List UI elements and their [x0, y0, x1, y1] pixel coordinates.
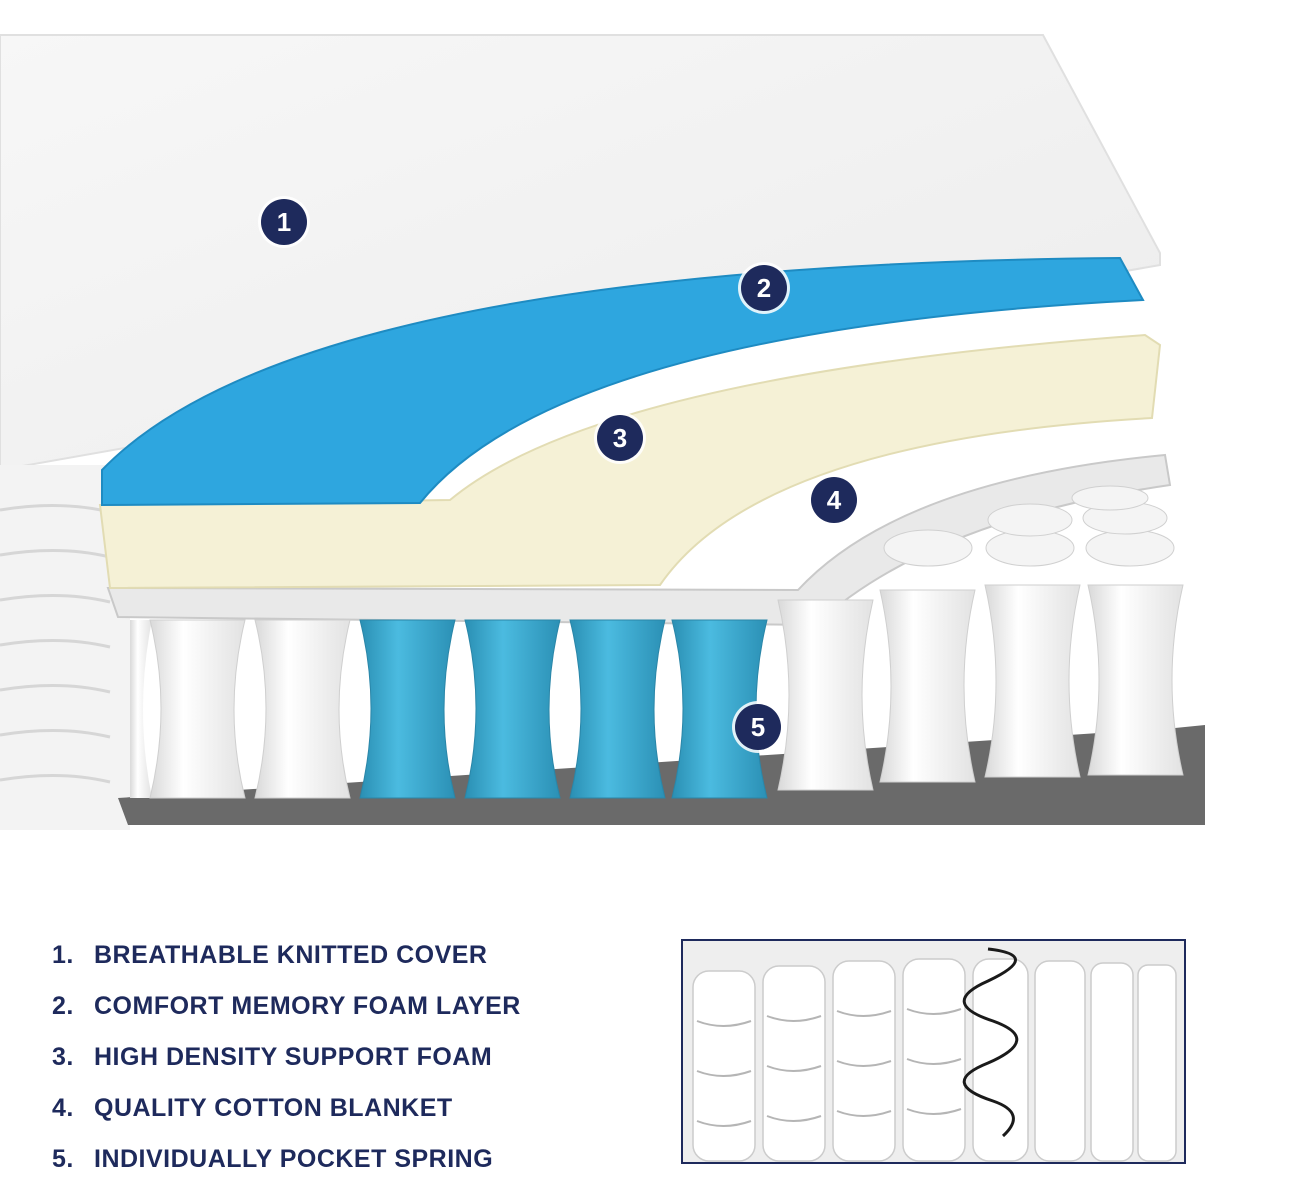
cotton-blanket-layer: [106, 453, 1172, 627]
legend-number: 1.: [52, 941, 74, 969]
pocket-spring-row: [130, 584, 1184, 799]
pocket-spring-closeup-image: [681, 939, 1186, 1164]
pocket-spring: [777, 599, 874, 791]
layer-badge-5: 5: [735, 704, 781, 750]
layer-badge-3: 3: [597, 415, 643, 461]
legend-number: 4.: [52, 1094, 74, 1122]
legend-item: 5. INDIVIDUALLY POCKET SPRING: [52, 1134, 652, 1185]
legend-number: 5.: [52, 1145, 74, 1173]
mattress-cutaway-illustration: [0, 34, 1205, 830]
legend-label: QUALITY COTTON BLANKET: [94, 1094, 453, 1122]
legend-item: 2. COMFORT MEMORY FOAM LAYER: [52, 981, 652, 1032]
pocket-spring: [149, 619, 246, 799]
legend-item: 4. QUALITY COTTON BLANKET: [52, 1083, 652, 1134]
memory-foam-layer: [101, 256, 1145, 507]
legend-label: INDIVIDUALLY POCKET SPRING: [94, 1145, 494, 1173]
spring-closeup-drawing: [683, 941, 1184, 1162]
layer-badge-2: 2: [741, 265, 787, 311]
layer-badge-1: 1: [261, 199, 307, 245]
pocket-spring: [879, 589, 976, 783]
pocket-spring: [254, 619, 351, 799]
legend-item: 3. HIGH DENSITY SUPPORT FOAM: [52, 1032, 652, 1083]
pocket-spring: [671, 619, 768, 799]
layer-legend: 1. BREATHABLE KNITTED COVER 2. COMFORT M…: [52, 930, 652, 1185]
layer-badge-4: 4: [811, 477, 857, 523]
coil-spring-icon: [962, 947, 1019, 1138]
legend-label: BREATHABLE KNITTED COVER: [94, 941, 488, 969]
support-foam-layer: [98, 333, 1162, 590]
pocket-spring: [1087, 584, 1184, 776]
legend-number: 2.: [52, 992, 74, 1020]
legend-label: HIGH DENSITY SUPPORT FOAM: [94, 1043, 493, 1071]
pocket-spring-back-rows: [883, 485, 1175, 567]
pocket-spring: [359, 619, 456, 799]
legend-item: 1. BREATHABLE KNITTED COVER: [52, 930, 652, 981]
pocket-spring: [130, 620, 152, 798]
legend-number: 3.: [52, 1043, 74, 1071]
pocket-spring: [569, 619, 666, 799]
pocket-spring: [984, 584, 1081, 778]
legend-label: COMFORT MEMORY FOAM LAYER: [94, 992, 521, 1020]
pocket-spring: [464, 619, 561, 799]
